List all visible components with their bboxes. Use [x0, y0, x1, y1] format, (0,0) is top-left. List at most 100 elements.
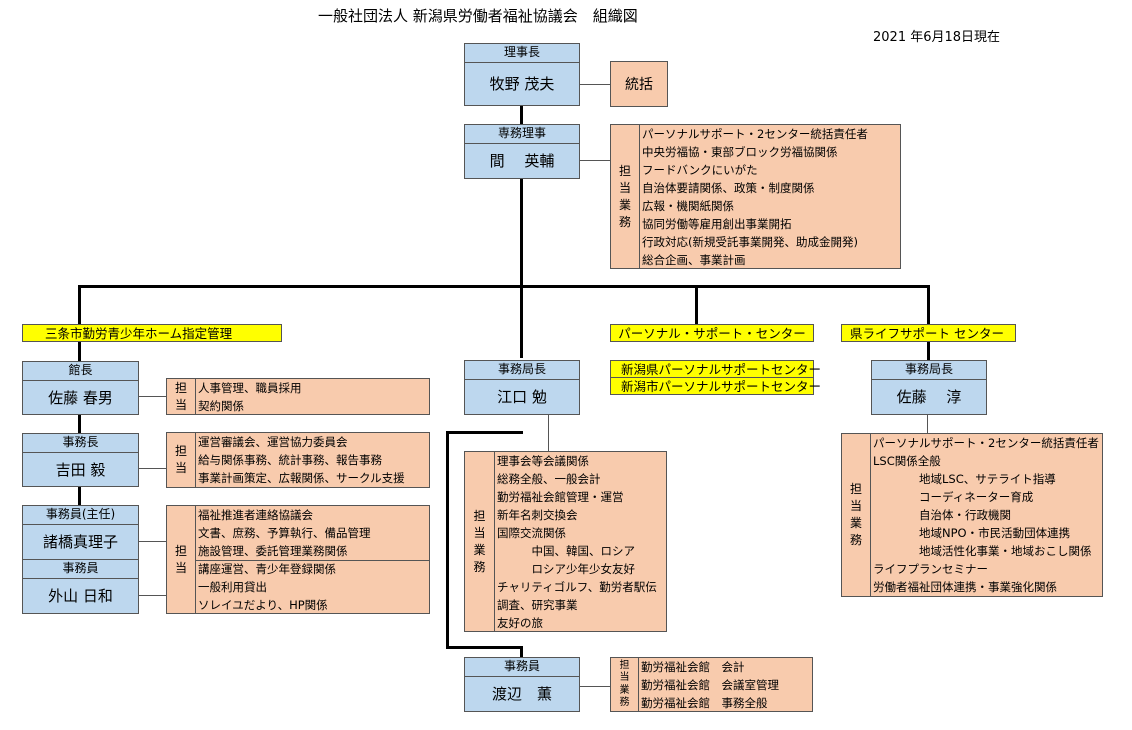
duty-item: 総合企画、事業計画: [642, 253, 746, 267]
secretariat-duty-box: 担当業務 理事会等会議関係 総務全般、一般会計 勤労福祉会館管理・運営 新年名刺…: [464, 451, 667, 632]
connector-life-chief: [927, 342, 930, 362]
duty-item: 自治体要請関係、政策・制度関係: [642, 181, 815, 195]
thin-line-sanjo-secretary-duty: [139, 468, 166, 469]
duty-item: 総務全般、一般会計: [497, 472, 601, 486]
director-duty-label: 担当業務: [611, 125, 640, 268]
connector-secretariat-top: [446, 431, 523, 434]
clerk-duty-label: 担当業務: [611, 658, 639, 711]
clerk-duty-list: 勤労福祉会館 会計 勤労福祉会館 会議室管理 勤労福祉会館 事務全般: [639, 658, 812, 711]
thin-line-sanjo-staff-duty-b: [139, 595, 166, 596]
life-duty-label: 担当業務: [842, 434, 871, 596]
connector-horizontal-bus: [78, 285, 930, 288]
duty-item: 中国、韓国、ロシア: [497, 544, 635, 558]
connector-secretariat-bottom: [446, 646, 523, 649]
director-duty-box: 担当業務 パーソナルサポート・2センター統括責任者 中央労福協・東部ブロック労福…: [610, 124, 901, 269]
sanjo-staff-duty-list: 福祉推進者連絡協議会 文書、庶務、予算執行、備品管理 施設管理、委託管理業務関係…: [196, 506, 429, 613]
duty-item: 調査、研究事業: [497, 598, 578, 612]
duty-item: 勤労福祉会館 会計: [641, 660, 745, 674]
as-of-date: 2021 年6月18日現在: [873, 30, 1001, 45]
sanjo-director-duty-list: 人事管理、職員採用 契約関係: [196, 379, 429, 414]
duty-item: コーディネーター育成: [873, 490, 1034, 504]
secretariat-duty-label: 担当業務: [465, 452, 495, 631]
thin-line-chairman-duty: [579, 84, 610, 85]
connector-drop-sanjo: [78, 285, 81, 325]
duty-item: 友好の旅: [497, 616, 543, 630]
connector-sanjo-1: [78, 414, 81, 434]
duty-item: ソレイユだより、HP関係: [198, 598, 328, 612]
connector-main-vertical: [520, 178, 523, 358]
sanjo-staff-chief-box: 事務員(主任) 諸橋真理子: [22, 505, 139, 560]
personal-support-item-niigata-city: 新潟市パーソナルサポートセンター: [610, 377, 821, 395]
duty-item: 新年名刺交換会: [497, 508, 578, 522]
life-support-header: 県ライフサポート センター: [841, 324, 1016, 342]
sanjo-staff-name: 外山 日和: [48, 587, 113, 605]
duty-item: 福祉推進者連絡協議会: [198, 508, 313, 522]
chairman-duty-box: 統括: [610, 61, 668, 107]
duty-item: 地域NPO・市民活動団体連携: [873, 526, 1071, 540]
connector-top-vertical: [520, 105, 523, 125]
sanjo-staff-chief-name: 諸橋真理子: [42, 533, 118, 551]
chairman-role: 理事長: [465, 44, 579, 63]
life-chief-role: 事務局長: [872, 361, 986, 380]
duty-item: 事業計画策定、広報関係、サークル支援: [198, 471, 405, 485]
duty-item: 人事管理、職員採用: [198, 381, 302, 395]
duty-item: 給与関係事務、統計事務、報告事務: [198, 453, 382, 467]
thin-line-sanjo-director-duty: [139, 396, 166, 397]
thin-line-clerk-duty: [579, 686, 610, 687]
duty-item: ライフプランセミナー: [873, 562, 988, 576]
secretariat-chief-box: 事務局長 江口 勉: [464, 360, 580, 415]
duty-item: 一般利用貸出: [198, 580, 267, 594]
sanjo-director-duty-label: 担当: [167, 379, 196, 414]
chart-title: 一般社団法人 新潟県労働者福祉協議会 組織図: [318, 7, 638, 25]
duty-item: 広報・機関紙関係: [642, 199, 734, 213]
duty-item: 労働者福祉団体連携・事業強化関係: [873, 580, 1057, 594]
chairman-box: 理事長 牧野 茂夫: [464, 43, 580, 106]
sanjo-director-duty-box: 担当 人事管理、職員採用 契約関係: [166, 378, 430, 415]
duty-item: 地域活性化事業・地域おこし関係: [873, 544, 1092, 558]
life-duty-box: 担当業務 パーソナルサポート・2センター統括責任者 LSC関係全般 地域LSC、…: [841, 433, 1103, 597]
thin-line-life-duty: [927, 414, 928, 434]
duty-item: 文書、庶務、予算執行、備品管理: [198, 526, 371, 540]
sanjo-secretary-role: 事務長: [23, 434, 138, 453]
secretariat-clerk-name: 渡辺 薫: [491, 685, 552, 703]
sanjo-staff-duty-label: 担当: [167, 506, 196, 613]
director-name: 間 英輔: [489, 152, 555, 170]
duty-item: チャリティゴルフ、勤労者駅伝: [497, 580, 657, 594]
sanjo-header: 三条市勤労青少年ホーム指定管理: [22, 324, 282, 342]
connector-drop-life: [927, 285, 930, 325]
connector-drop-personal: [695, 285, 698, 325]
thin-line-director-duty: [579, 160, 610, 161]
connector-sanjo-2: [78, 486, 81, 506]
clerk-duty-box: 担当業務 勤労福祉会館 会計 勤労福祉会館 会議室管理 勤労福祉会館 事務全般: [610, 657, 813, 712]
duty-item: フードバンクにいがた: [642, 163, 758, 177]
sanjo-secretary-name: 吉田 毅: [55, 460, 106, 479]
duty-item: 自治体・行政機関: [873, 508, 1011, 522]
chairman-name: 牧野 茂夫: [489, 75, 555, 93]
personal-support-header: パーソナル・サポート・センター: [610, 324, 814, 342]
secretariat-chief-name: 江口 勉: [497, 388, 547, 406]
duty-item: 理事会等会議関係: [497, 454, 589, 468]
secretariat-chief-role: 事務局長: [465, 361, 579, 380]
sanjo-staff-chief-role: 事務員(主任): [23, 506, 138, 525]
sanjo-staff-role: 事務員: [23, 560, 138, 579]
duty-item: 勤労福祉会館 事務全般: [641, 696, 768, 710]
duty-item: パーソナルサポート・2センター統括責任者: [873, 436, 1099, 450]
secretariat-clerk-box: 事務員 渡辺 薫: [464, 657, 580, 712]
director-duty-list: パーソナルサポート・2センター統括責任者 中央労福協・東部ブロック労福協関係 フ…: [640, 125, 900, 268]
duty-item: 行政対応(新規受託事業開発、助成金開発): [642, 235, 858, 249]
duty-item: LSC関係全般: [873, 454, 941, 468]
connector-secretariat-left: [446, 431, 449, 648]
duty-item: 講座運営、青少年登録関係: [196, 560, 429, 578]
sanjo-staff-duty-box: 担当 福祉推進者連絡協議会 文書、庶務、予算執行、備品管理 施設管理、委託管理業…: [166, 505, 430, 614]
duty-item: 中央労福協・東部ブロック労福協関係: [642, 145, 838, 159]
chairman-duty: 統括: [625, 77, 653, 93]
sanjo-secretary-duty-label: 担当: [167, 433, 196, 487]
duty-item: 勤労福祉会館管理・運営: [497, 490, 624, 504]
sanjo-secretary-duty-list: 運営審議会、運営協力委員会 給与関係事務、統計事務、報告事務 事業計画策定、広報…: [196, 433, 429, 487]
duty-item: 運営審議会、運営協力委員会: [198, 435, 348, 449]
life-duty-list: パーソナルサポート・2センター統括責任者 LSC関係全般 地域LSC、サテライト…: [871, 434, 1102, 596]
sanjo-director-role: 館長: [23, 362, 138, 381]
connector-secretariat-clerk: [520, 646, 523, 658]
duty-item: 勤労福祉会館 会議室管理: [641, 678, 779, 692]
duty-item: 施設管理、委託管理業務関係: [198, 544, 348, 558]
